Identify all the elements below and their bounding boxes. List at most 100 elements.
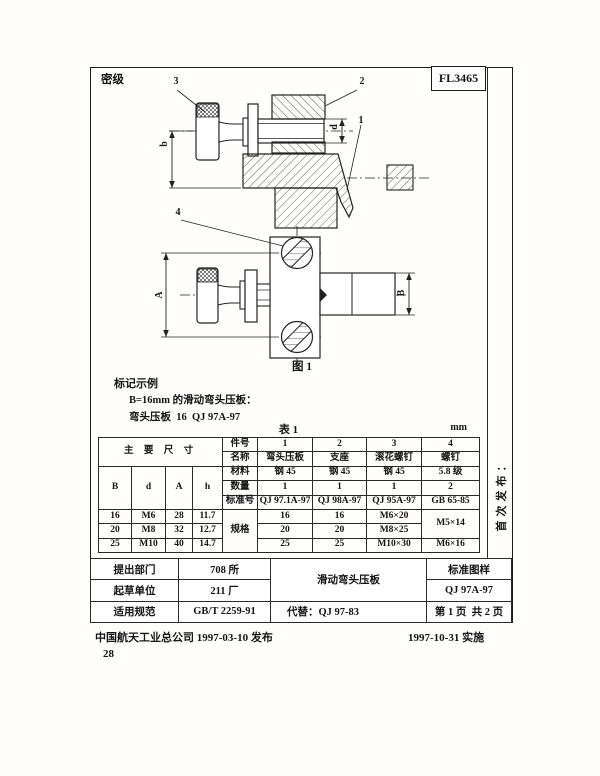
- dim-h-2: 12.7: [191, 523, 224, 539]
- spec-1-1: 16: [257, 508, 314, 525]
- dim-A-3: 40: [165, 537, 193, 554]
- table1-unit: mm: [450, 422, 467, 433]
- qty-4: 2: [421, 480, 481, 496]
- dim-col-d: d: [131, 465, 166, 510]
- dim-label-b: b: [159, 141, 170, 147]
- row-label-spec: 规格: [222, 508, 259, 554]
- dim-B-1: 16: [98, 508, 132, 525]
- material-1: 钢 45: [257, 465, 314, 482]
- dim-col-h: h: [191, 465, 224, 510]
- dim-col-A: A: [165, 465, 193, 510]
- spec-1-3: M6×20: [366, 508, 423, 525]
- standard-2: QJ 98A-97: [312, 494, 368, 510]
- spec-2-1: 20: [257, 523, 314, 539]
- qty-3: 1: [366, 480, 423, 496]
- figure-caption: 图 1: [291, 361, 313, 373]
- spec-2-3: M8×25: [366, 523, 423, 539]
- spec-1-2: 16: [312, 508, 368, 525]
- dim-h-3: 14.7: [191, 537, 224, 554]
- page-info-right: 共 2 页: [471, 607, 504, 619]
- standard-number: QJ 97A-97: [426, 579, 512, 602]
- part-name-3: 滚花螺钉: [366, 451, 423, 467]
- row-label-std-no: 标准号: [222, 494, 259, 510]
- dim-label-B: B: [396, 289, 407, 297]
- product-name: 滑动弯头压板: [270, 558, 427, 602]
- dim-B-2: 20: [98, 523, 132, 539]
- row-label-item-no: 件号: [222, 436, 259, 453]
- replaces-note: 代替：QJ 97-83: [270, 600, 427, 623]
- row-label-qty: 数量: [222, 480, 259, 496]
- publisher-line: 中国航天工业总公司 1997-03-10 发布: [95, 632, 273, 644]
- figure-1-drawing: [161, 89, 429, 370]
- page-info: 第 1 页 共 2 页: [426, 600, 512, 623]
- dim-d-1: M6: [131, 508, 166, 525]
- table-row: 标准号 QJ 97.1A-97 QJ 98A-97 QJ 95A-97 GB 6…: [99, 494, 481, 510]
- dim-A-2: 32: [165, 523, 193, 539]
- page-number: 28: [103, 648, 114, 660]
- table-row: 适用规范 GB/T 2259-91 代替：QJ 97-83 第 1 页 共 2 …: [90, 600, 512, 623]
- callout-1: 1: [358, 115, 364, 126]
- dim-label-A: A: [154, 291, 165, 299]
- table-row: 主 要 尺 寸 件号 1 2 3 4: [97, 436, 481, 467]
- item-no-2: 2: [312, 436, 368, 453]
- table-row: 提出部门 708 所 滑动弯头压板 标准图样: [90, 557, 512, 602]
- dim-d-3: M10: [131, 537, 166, 554]
- table-row: 16 M6 28 11.7 规格 16 16 M6×20 M5×14: [98, 508, 481, 554]
- dim-col-B: B: [98, 465, 132, 510]
- info-value-dept: 708 所: [178, 557, 271, 581]
- row-label-name: 名称: [222, 451, 259, 467]
- main-dims-header: 主 要 尺 寸: [97, 437, 224, 467]
- item-no-3: 3: [366, 436, 423, 453]
- standard-4: GB 65-85: [421, 494, 481, 510]
- title-block: 提出部门 708 所 滑动弯头压板 标准图样 起草单位 211 厂 QJ 97A…: [90, 557, 512, 623]
- dim-B-3: 25: [98, 537, 132, 554]
- qty-2: 1: [312, 480, 368, 496]
- spec-3-2: 25: [312, 537, 368, 554]
- part-name-2: 支座: [312, 451, 368, 467]
- part-name-4: 螺钉: [421, 451, 481, 467]
- info-label-drafter: 起草单位: [90, 579, 179, 602]
- page-info-left: 第 1 页: [434, 607, 467, 619]
- dim-label-d: d: [329, 124, 340, 130]
- material-4: 5.8 级: [421, 465, 481, 482]
- info-value-drafter: 211 厂: [178, 579, 271, 602]
- spec-3-1: 25: [257, 537, 314, 554]
- drawing-type: 标准图样: [426, 557, 512, 581]
- item-no-1: 1: [257, 436, 314, 453]
- table1-caption: 表 1: [278, 424, 299, 436]
- info-value-spec: GB/T 2259-91: [178, 600, 271, 623]
- security-label: 密级: [101, 74, 124, 86]
- table1: 主 要 尺 寸 件号 1 2 3 4 名称 弯头压板 支座 滚花螺钉 螺钉 B …: [97, 436, 481, 554]
- callout-3: 3: [173, 76, 179, 87]
- info-label-spec: 适用规范: [90, 600, 179, 623]
- marking-title: 标记示例: [114, 378, 158, 390]
- marking-line1: B=16mm 的滑动弯头压板：: [129, 395, 257, 406]
- marking-line2: 弯头压板 16 QJ 97A-97: [129, 412, 241, 423]
- spec-3-4: M6×16: [421, 537, 481, 554]
- standard-3: QJ 95A-97: [366, 494, 423, 510]
- fl-code-box: FL3465: [431, 66, 486, 91]
- implementation-date: 1997-10-31 实施: [408, 632, 485, 644]
- part-name-1: 弯头压板: [257, 451, 314, 467]
- first-issue-note: 首次发布：: [496, 456, 508, 532]
- table1-caption-row: 表 1 mm: [98, 421, 479, 436]
- info-label-dept: 提出部门: [90, 557, 179, 581]
- spec-c4-merged: M5×14: [421, 508, 481, 539]
- side-column: 首次发布：: [487, 67, 513, 558]
- table-row: 25 M10 40 14.7 25 25 M10×30 M6×16: [98, 537, 481, 554]
- material-3: 钢 45: [366, 465, 423, 482]
- callout-4: 4: [175, 207, 181, 218]
- dim-d-2: M8: [131, 523, 166, 539]
- material-2: 钢 45: [312, 465, 368, 482]
- callout-2: 2: [359, 76, 365, 87]
- spec-2-2: 20: [312, 523, 368, 539]
- item-no-4: 4: [421, 436, 481, 453]
- dim-A-1: 28: [165, 508, 193, 525]
- standard-1: QJ 97.1A-97: [257, 494, 314, 510]
- table-row: 20 M8 32 12.7 20 20 M8×25: [98, 523, 480, 539]
- spec-3-3: M10×30: [366, 537, 423, 554]
- table-row: B d A h 材料 钢 45 钢 45 钢 45 5.8 级: [98, 465, 481, 510]
- dim-h-1: 11.7: [191, 508, 224, 525]
- row-label-material: 材料: [222, 465, 259, 482]
